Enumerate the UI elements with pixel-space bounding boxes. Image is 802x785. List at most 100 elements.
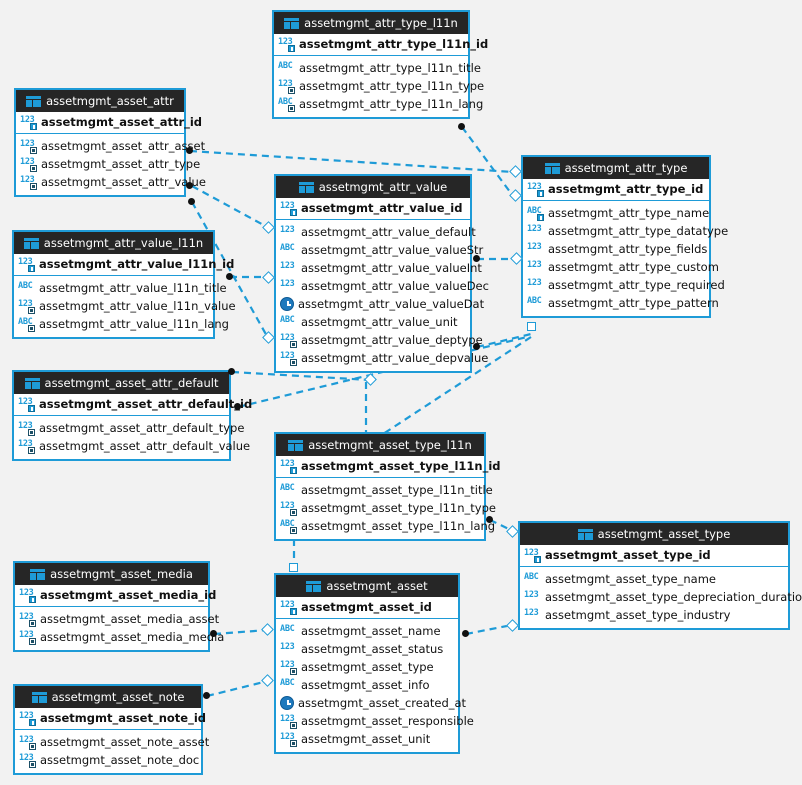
table-icon (284, 17, 300, 29)
integer-icon: 123 (280, 260, 295, 271)
text-abc-icon: ABC (280, 677, 295, 688)
column-label: assetmgmt_asset_type_industry (545, 608, 731, 622)
integer-primary-key-icon: 123 (278, 37, 295, 52)
column-label: assetmgmt_attr_type_required (548, 278, 725, 292)
column-label: assetmgmt_attr_value_valueStr (301, 243, 484, 257)
integer-icon: 123 (280, 278, 295, 289)
integer-foreign-key-icon: 123 (20, 157, 37, 172)
table-header-asset_type: assetmgmt_asset_type (520, 523, 788, 545)
primary-key-label: assetmgmt_asset_note_id (40, 711, 206, 725)
integer-foreign-key-icon: 123 (280, 501, 297, 516)
table-header-asset_media: assetmgmt_asset_media (15, 563, 208, 585)
integer-foreign-key-icon: 123 (19, 630, 36, 645)
column-label: assetmgmt_attr_type_l11n_lang (299, 97, 484, 111)
column-label: assetmgmt_asset_type (301, 660, 434, 674)
column-label: assetmgmt_attr_type_custom (548, 260, 719, 274)
column-row[interactable]: assetmgmt_attr_value_valueDat (280, 295, 484, 313)
table-icon (306, 580, 322, 592)
integer-icon: 123 (527, 241, 542, 252)
column-label: assetmgmt_asset_created_at (298, 696, 467, 710)
table-icon (544, 162, 560, 174)
column-label: assetmgmt_attr_value_depvalue (301, 351, 489, 365)
text-abc-icon: ABC (18, 280, 33, 291)
relationship-endpoint-dot (473, 343, 480, 350)
column-row[interactable]: assetmgmt_asset_created_at (280, 694, 466, 712)
integer-foreign-key-icon: 123 (20, 175, 37, 190)
table-header-asset_note: assetmgmt_asset_note (15, 686, 201, 708)
table-icon (30, 568, 46, 580)
integer-foreign-key-icon: 123 (18, 439, 35, 454)
relationship-endpoint-diamond (261, 674, 274, 687)
primary-key-label: assetmgmt_attr_value_l11n_id (39, 257, 235, 271)
integer-primary-key-icon: 123 (524, 548, 541, 563)
